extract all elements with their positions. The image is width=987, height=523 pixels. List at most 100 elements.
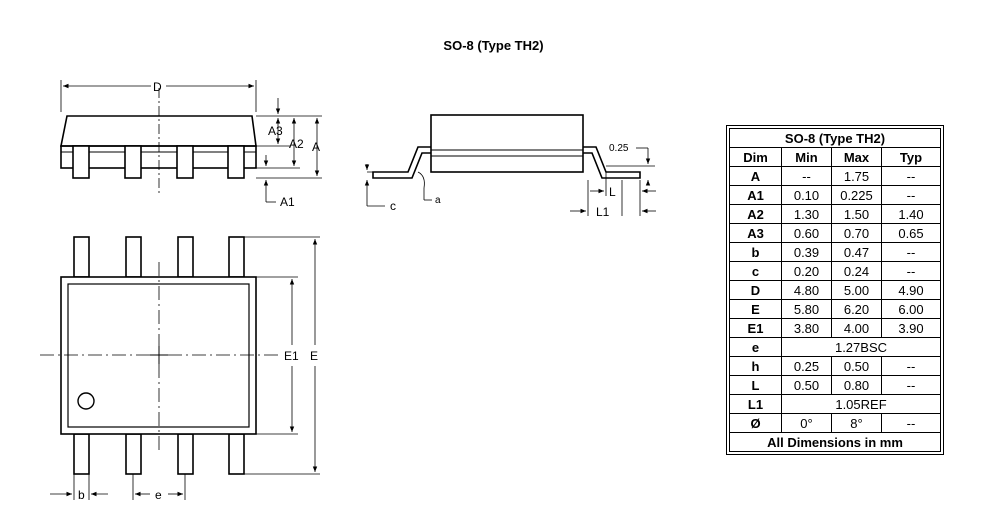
top-view-lead <box>228 433 245 475</box>
drawing-title: SO-8 (Type TH2) <box>443 38 544 53</box>
cell-dim: c <box>729 261 782 281</box>
dim-label-A3: A3 <box>268 124 283 138</box>
cell-min: -- <box>781 166 832 186</box>
end-view-body <box>430 114 584 173</box>
dim-label-D: D <box>153 80 162 94</box>
cell-typ: -- <box>881 185 941 205</box>
cell-min: 3.80 <box>781 318 832 338</box>
end-view <box>364 114 656 216</box>
cell-typ: 4.90 <box>881 280 941 300</box>
top-view-lead <box>73 433 90 475</box>
dim-label-e: e <box>155 488 162 502</box>
cell-min: 1.30 <box>781 204 832 224</box>
cell-typ: -- <box>881 413 941 433</box>
top-view <box>40 236 320 500</box>
table-header-max: Max <box>831 147 882 167</box>
dimensions-table: SO-8 (Type TH2) Dim Min Max Typ A--1.75-… <box>726 125 944 455</box>
top-view-lead <box>177 236 194 278</box>
dim-label-A: A <box>312 140 320 154</box>
cell-dim: L <box>729 375 782 395</box>
table-header-dim: Dim <box>729 147 782 167</box>
cell-typ: 1.40 <box>881 204 941 224</box>
cell-typ: 6.00 <box>881 299 941 319</box>
cell-dim: h <box>729 356 782 376</box>
end-view-lead-left <box>372 146 431 179</box>
cell-max: 0.225 <box>831 185 882 205</box>
side-view-lead <box>227 145 245 179</box>
top-view-lead <box>125 433 142 475</box>
table-footer: All Dimensions in mm <box>729 432 941 452</box>
cell-dim: D <box>729 280 782 300</box>
dim-label-E: E <box>310 349 318 363</box>
side-view-lead <box>124 145 142 179</box>
cell-max: 0.47 <box>831 242 882 262</box>
cell-min: 0.60 <box>781 223 832 243</box>
table-title: SO-8 (Type TH2) <box>729 128 941 148</box>
cell-min: 0.10 <box>781 185 832 205</box>
cell-min: 5.80 <box>781 299 832 319</box>
cell-typ: -- <box>881 166 941 186</box>
side-view-lower-body <box>60 145 257 169</box>
cell-min: 0.25 <box>781 356 832 376</box>
cell-dim: A1 <box>729 185 782 205</box>
cell-dim: Ø <box>729 413 782 433</box>
cell-typ: -- <box>881 375 941 395</box>
cell-max: 4.00 <box>831 318 882 338</box>
dim-label-A2: A2 <box>289 137 304 151</box>
cell-span: 1.27BSC <box>781 337 941 357</box>
dim-label-a: a <box>435 195 441 206</box>
dim-label-b: b <box>78 488 85 502</box>
cell-max: 0.80 <box>831 375 882 395</box>
cell-min: 0.20 <box>781 261 832 281</box>
side-view-lead <box>176 145 194 179</box>
cell-max: 6.20 <box>831 299 882 319</box>
cell-max: 1.50 <box>831 204 882 224</box>
dim-label-E1: E1 <box>284 349 299 363</box>
cell-dim: A <box>729 166 782 186</box>
cell-dim: A3 <box>729 223 782 243</box>
cell-typ: -- <box>881 261 941 281</box>
cell-min: 4.80 <box>781 280 832 300</box>
cell-dim: E <box>729 299 782 319</box>
cell-max: 8° <box>831 413 882 433</box>
top-view-lead <box>177 433 194 475</box>
cell-span: 1.05REF <box>781 394 941 414</box>
cell-dim: E1 <box>729 318 782 338</box>
table-header-row: Dim Min Max Typ <box>729 147 941 167</box>
dim-label-0.25: 0.25 <box>609 143 629 154</box>
top-view-lead <box>228 236 245 278</box>
cell-min: 0° <box>781 413 832 433</box>
table-header-typ: Typ <box>881 147 941 167</box>
dim-label-L1: L1 <box>596 205 610 219</box>
cell-typ: -- <box>881 242 941 262</box>
dim-label-L: L <box>609 185 616 199</box>
dim-label-c: c <box>390 199 396 213</box>
side-view-body <box>60 115 257 147</box>
cell-max: 5.00 <box>831 280 882 300</box>
side-view <box>60 80 322 203</box>
cell-dim: b <box>729 242 782 262</box>
cell-typ: 3.90 <box>881 318 941 338</box>
cell-dim: A2 <box>729 204 782 224</box>
dim-label-A1: A1 <box>280 195 295 209</box>
end-view-lead-right <box>583 146 641 179</box>
top-view-lead <box>125 236 142 278</box>
cell-max: 0.24 <box>831 261 882 281</box>
table-row: A--1.75-- <box>729 166 941 186</box>
side-view-lead <box>72 145 90 179</box>
cell-max: 0.70 <box>831 223 882 243</box>
pin1-marker <box>77 392 95 410</box>
